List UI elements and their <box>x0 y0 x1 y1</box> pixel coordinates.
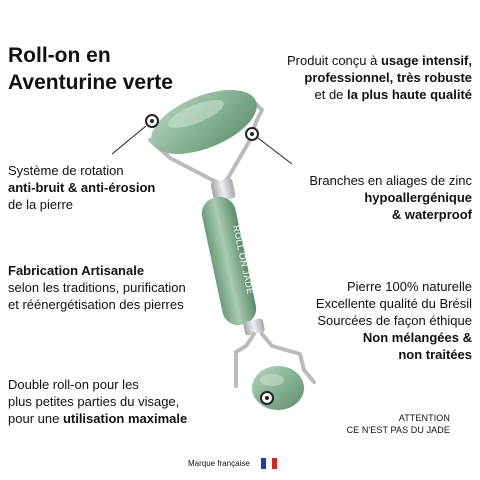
double-line3-bold: utilisation maximale <box>62 411 188 426</box>
roller-handle: ROLL ON JADE <box>201 196 257 326</box>
usage-line1-bold: usage intensif, <box>380 53 472 68</box>
feature-branches: Branches en aliages de zinc hypoallergén… <box>309 172 472 223</box>
rotation-line3: de la pierre <box>8 197 74 212</box>
attention-notice: ATTENTION CE N'EST PAS DU JADE <box>347 412 450 436</box>
fabrication-line1-bold: Fabrication Artisanale <box>8 263 145 278</box>
flag-stripe-blue <box>261 458 267 469</box>
small-roller-frame <box>234 332 316 388</box>
double-line1: Double roll-on pour les <box>8 377 139 392</box>
stone-line3: Sourcées de façon éthique <box>317 313 472 328</box>
usage-line2-bold: professionnel, très robuste <box>304 70 472 85</box>
fabrication-line3: et réénergétisation des pierres <box>8 297 184 312</box>
fabrication-line2: selon les traditions, purification <box>8 280 186 295</box>
product-title: Roll-on en Aventurine verte <box>8 42 173 96</box>
marker-branches <box>245 127 293 165</box>
large-roller-frame <box>148 102 264 187</box>
branches-line3-bold: & waterproof <box>391 207 472 222</box>
title-line-2: Aventurine verte <box>8 71 173 94</box>
stone-line4-bold: Non mélangées & <box>362 330 472 345</box>
branches-line2-bold: hypoallergénique <box>364 190 472 205</box>
feature-stone: Pierre 100% naturelle Excellente qualité… <box>316 278 472 363</box>
usage-line1-prefix: Produit conçu à <box>287 53 381 68</box>
feature-double-roller: Double roll-on pour les plus petites par… <box>8 376 187 427</box>
usage-line3-bold: la plus haute qualité <box>347 87 472 102</box>
double-line3-prefix: pour une <box>8 411 63 426</box>
feature-rotation: Système de rotation anti-bruit & anti-ér… <box>8 162 155 213</box>
flag-stripe-red <box>271 458 277 469</box>
french-flag-icon <box>261 458 277 469</box>
rotation-line1: Système de rotation <box>8 163 124 178</box>
stone-line2: Excellente qualité du Brésil <box>315 296 472 311</box>
small-roller-stone <box>252 366 304 410</box>
attention-line1: ATTENTION <box>398 413 450 423</box>
feature-usage: Produit conçu à usage intensif, professi… <box>287 52 472 103</box>
title-line-1: Roll-on en <box>8 44 111 67</box>
double-line2: plus petites parties du visage, <box>8 394 180 409</box>
bottom-ferrule <box>243 318 265 336</box>
neck-ferrule <box>210 178 236 202</box>
stone-line5-bold: non traitées <box>398 347 472 362</box>
feature-fabrication: Fabrication Artisanale selon les traditi… <box>8 262 186 313</box>
handle-engraving: ROLL ON JADE <box>231 224 255 295</box>
stone-line1: Pierre 100% naturelle <box>346 279 472 294</box>
attention-line2: CE N'EST PAS DU JADE <box>346 425 450 435</box>
rotation-line2-bold: anti-bruit & anti-érosion <box>8 180 156 195</box>
marker-small-roller <box>260 391 274 405</box>
flag-stripe-white <box>266 458 272 469</box>
marque-francaise-label: Marque française <box>188 459 250 468</box>
marker-rotation <box>111 114 159 155</box>
branches-line1: Branches en aliages de zinc <box>309 173 472 188</box>
usage-line3-prefix: et de <box>314 87 348 102</box>
